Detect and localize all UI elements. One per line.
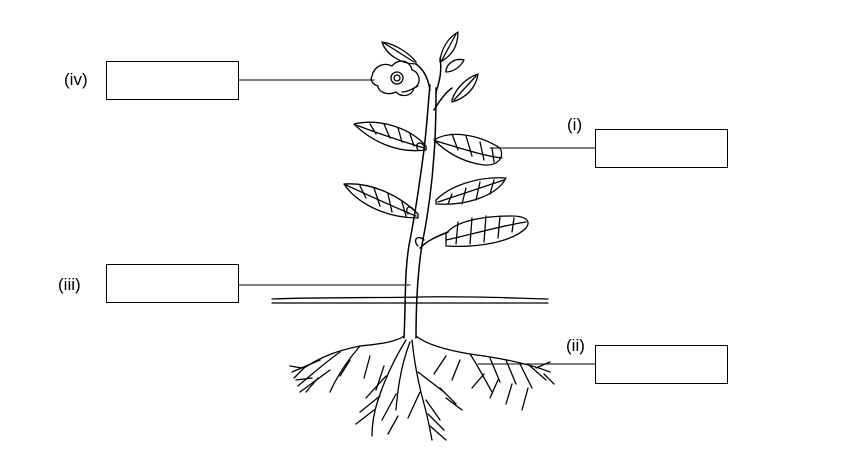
soil-surface <box>271 296 549 304</box>
flower <box>370 60 420 97</box>
answer-box-iv[interactable] <box>106 61 239 100</box>
leader-lines <box>237 79 597 365</box>
answer-box-iii[interactable] <box>106 264 239 303</box>
answer-box-i[interactable] <box>595 129 728 168</box>
roots <box>289 335 555 441</box>
label-iv: (iv) <box>64 70 88 89</box>
leaf-top-right <box>439 31 479 103</box>
leaf-mid-right <box>435 177 507 205</box>
leaves <box>343 31 529 248</box>
leaf-mid-left <box>343 183 419 219</box>
answer-box-ii[interactable] <box>595 345 728 384</box>
stem <box>403 57 453 339</box>
label-ii: (ii) <box>566 336 585 355</box>
leaf-upper-left <box>353 121 427 152</box>
leaf-lower-right <box>445 215 529 248</box>
label-i: (i) <box>567 115 583 134</box>
label-iii: (iii) <box>58 275 81 294</box>
leaf-right-i <box>433 133 503 166</box>
